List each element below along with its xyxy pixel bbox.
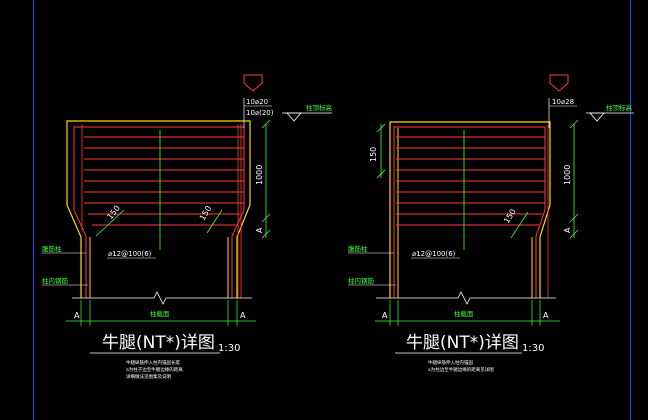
right-section-mark [549, 74, 569, 92]
right-dim-a-left: A [382, 311, 388, 320]
right-note-1: 牛腿纵筋伸入柱内锚固 [428, 359, 473, 366]
right-left-dim-tick-1 [376, 123, 386, 133]
right-break-line [376, 291, 556, 305]
left-horizontal-rebars [84, 136, 244, 226]
right-dim-a-right: A [563, 227, 572, 233]
right-title: 牛腿(NT*)详图 [406, 333, 519, 353]
left-diag-dim-2 [206, 209, 223, 234]
right-rebar-outline [393, 126, 546, 298]
left-bracket-outline [66, 120, 251, 298]
right-top-rebar-label: 10⌀28 [552, 98, 574, 106]
right-dim-a-right-bottom: A [543, 311, 549, 320]
right-horizontal-rebars [396, 136, 545, 226]
right-stirrup-label: ⌀12@100(6) [412, 250, 456, 258]
left-dim-a-left: A [74, 311, 80, 320]
left-stirrup-label: ⌀12@100(6) [108, 250, 152, 258]
right-dim-150-left: 150 [369, 147, 378, 162]
left-break-line [72, 291, 252, 305]
left-rebar-outline [73, 126, 245, 298]
right-diag-dim [510, 211, 529, 239]
left-dim-tick-top [261, 119, 271, 129]
right-dim-tick-mid [569, 213, 579, 223]
right-side-label-2: 柱内钢筋 [348, 276, 375, 285]
right-top-label: 柱顶标高 [606, 103, 633, 112]
left-side-label-1: 腹筋柱 [42, 244, 62, 253]
right-dim-150-diag: 150 [502, 207, 518, 225]
left-detail: 150 150 ⌀12@100(6) 10⌀20 10⌀(20) 柱顶标高 10… [42, 74, 333, 380]
left-top-rebar-label: 10⌀20 [246, 98, 268, 106]
right-detail: 150 ⌀12@100(6) 10⌀28 柱顶标高 150 1000 A 腹筋柱… [348, 74, 634, 373]
left-dim-tick-mid [261, 213, 271, 223]
left-note-2: a为柱子边至牛腿边缘的距离 [126, 366, 183, 373]
right-left-dim-tick-2 [376, 169, 386, 179]
left-diag-dim-1 [95, 209, 125, 237]
left-dim-1000: 1000 [255, 165, 264, 185]
left-scale: 1:30 [218, 343, 240, 354]
left-section-label: 柱截面 [150, 309, 170, 318]
left-section-mark [243, 74, 263, 92]
left-side-label-2: 柱内钢筋 [42, 276, 69, 285]
right-dim-tick-top [569, 119, 579, 129]
right-scale: 1:30 [522, 343, 544, 354]
right-note-2: a为柱边至牛腿边缘的距离见详图 [428, 366, 494, 373]
left-dim-150-b: 150 [198, 204, 213, 222]
left-dim-a-right: A [255, 227, 264, 233]
left-elevation-triangle [286, 112, 302, 122]
left-title: 牛腿(NT*)详图 [102, 333, 215, 353]
right-dim-tick-bot [569, 229, 579, 239]
left-top-rebar2-label: 10⌀(20) [246, 109, 274, 117]
left-dim-a-right-bottom: A [240, 311, 246, 320]
right-bracket-outline [389, 121, 551, 298]
left-dim-150-a: 150 [105, 204, 122, 222]
left-dim-tick-bot [261, 229, 271, 239]
right-side-label-1: 腹筋柱 [348, 244, 368, 253]
left-note-1: 牛腿纵筋伸入柱内锚固长度 [126, 359, 180, 366]
right-elevation-triangle [589, 112, 605, 122]
left-note-3: 详细做法见图集及说明 [126, 373, 171, 380]
left-top-label: 柱顶标高 [306, 103, 333, 112]
right-section-label: 柱截面 [454, 309, 474, 318]
right-dim-1000: 1000 [563, 165, 572, 185]
